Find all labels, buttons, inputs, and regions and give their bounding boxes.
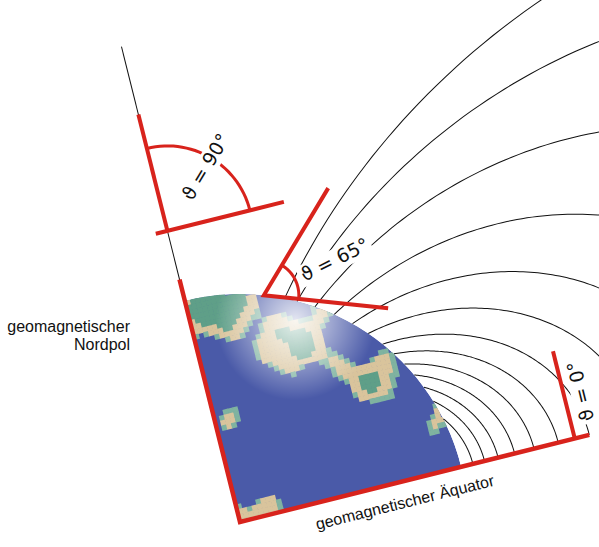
angle-marker (138, 114, 167, 230)
angle-label: ϑ = 90° (176, 127, 236, 206)
angle-label: ϑ = 0° (563, 355, 599, 426)
angle-arc (147, 128, 250, 231)
field-line (443, 414, 473, 468)
angle-marker (156, 202, 284, 234)
equator-label: geomagnetischer Äquator (314, 472, 496, 534)
field-line (348, 227, 599, 484)
pole-label: geomagnetischer Nordpol (0, 318, 130, 355)
field-line (394, 320, 558, 476)
field-line (367, 270, 599, 481)
earth (185, 246, 462, 525)
angle-label: ϑ = 65° (295, 232, 376, 287)
rotated-frame (110, 0, 599, 527)
axis-line (121, 47, 184, 301)
field-line (253, 0, 599, 496)
axis-bracket (180, 192, 590, 522)
field-line (290, 54, 599, 491)
field-line (433, 393, 484, 470)
field-line (218, 0, 599, 498)
angle-marker (242, 181, 388, 337)
